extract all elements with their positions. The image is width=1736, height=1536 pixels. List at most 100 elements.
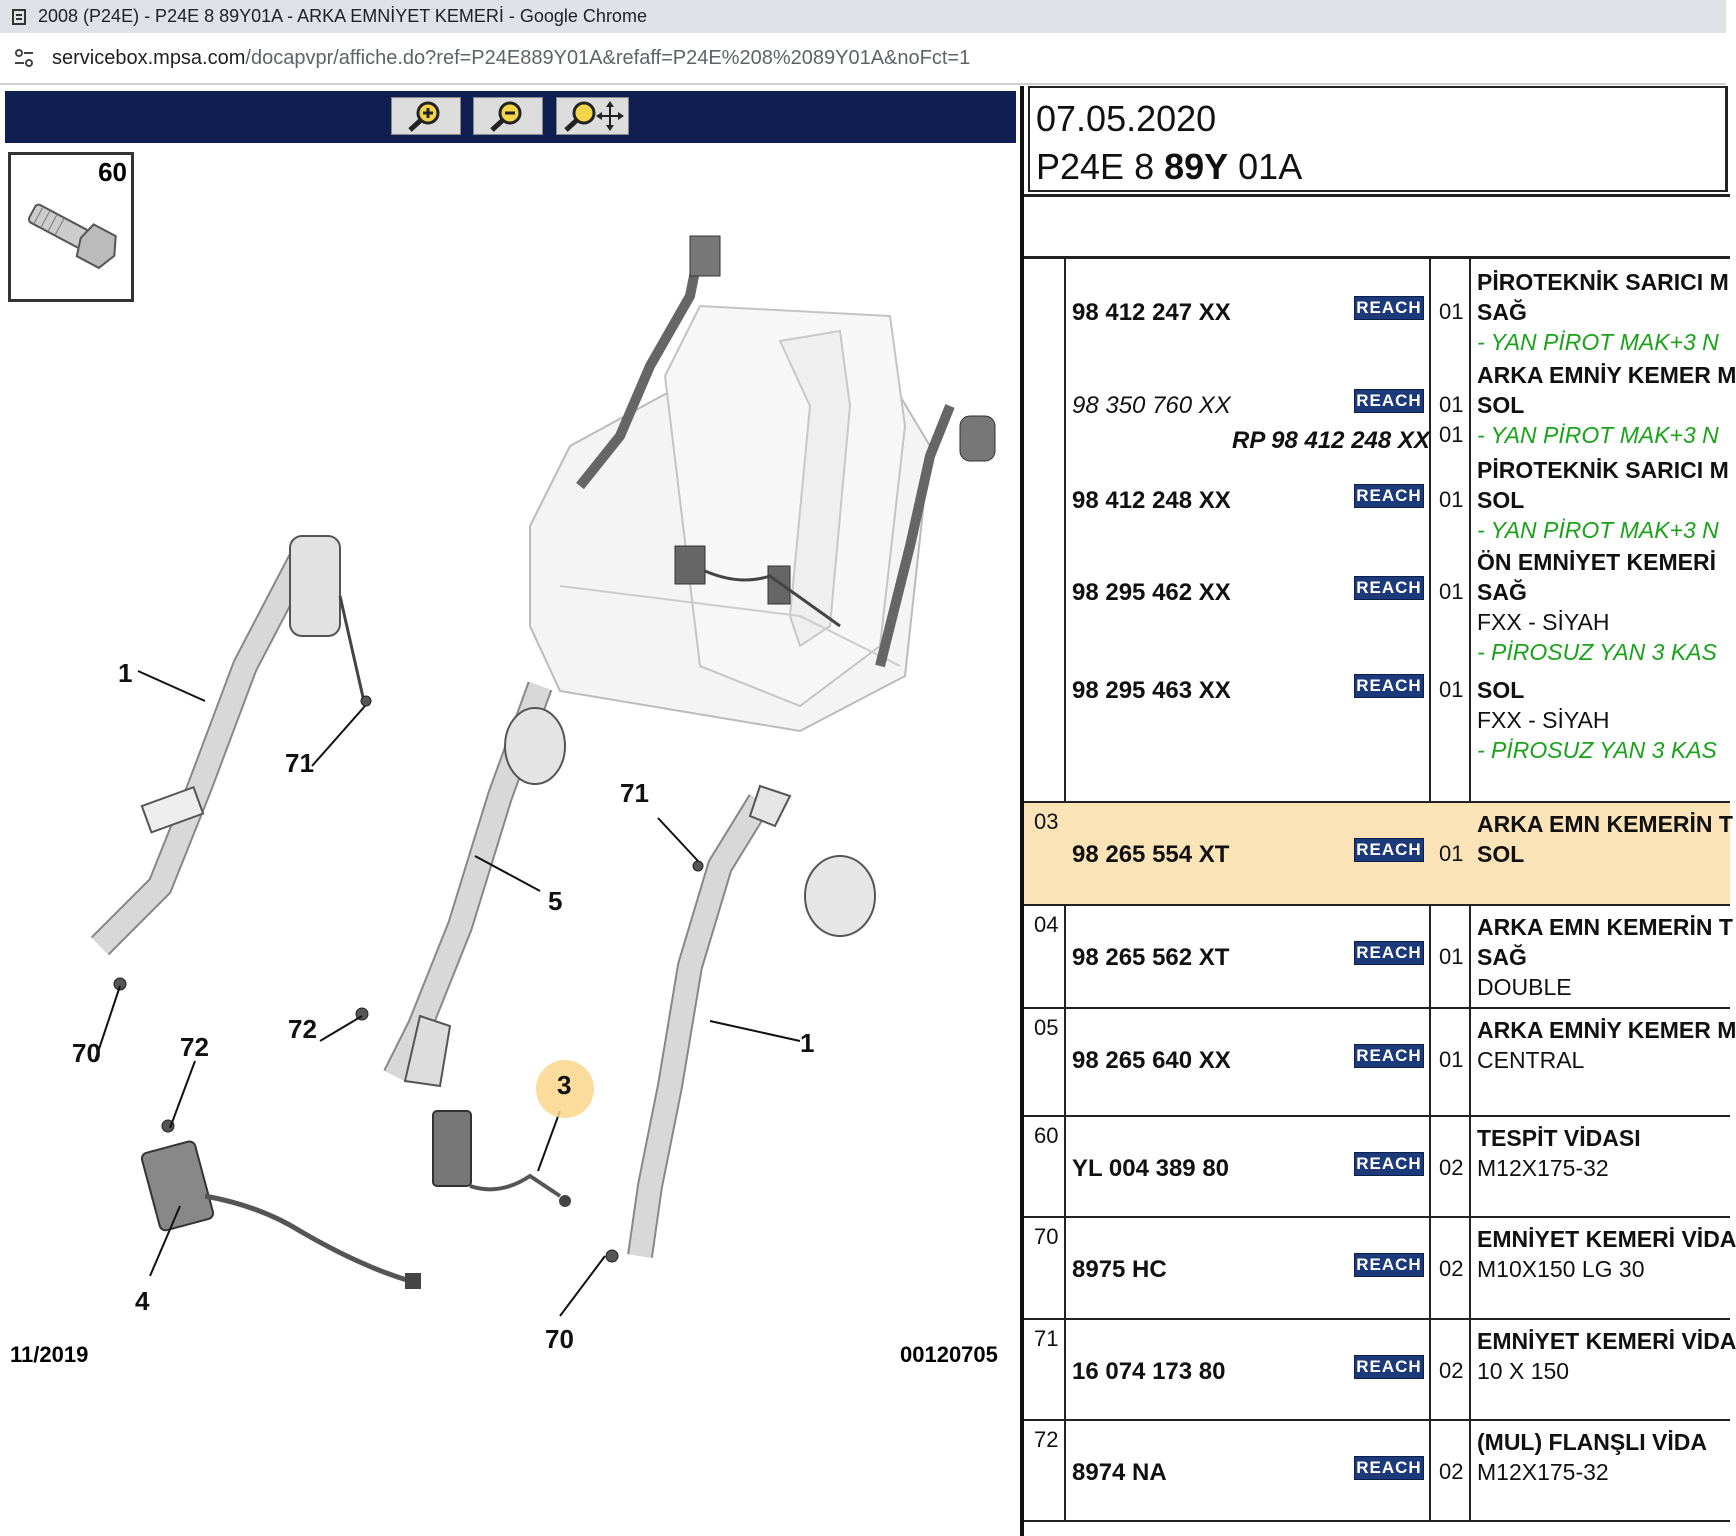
callout-4[interactable]: 4 [135, 1286, 150, 1316]
belt-1-left [90, 535, 367, 956]
header-separator [1024, 194, 1730, 197]
part-number[interactable]: 98 412 248 XX [1072, 487, 1231, 514]
reach-badge: REACH [1354, 296, 1424, 320]
reach-badge: REACH [1354, 838, 1424, 862]
zoom-out-icon [490, 101, 522, 132]
description: PİROTEKNİK SARICI M [1477, 457, 1729, 483]
buckle-4 [140, 1140, 421, 1289]
description-note: - PİROSUZ YAN 3 KAS [1477, 737, 1717, 763]
table-row[interactable]: 04 98 265 562 XT REACH 01 ARKA EMN KEMER… [1024, 906, 1733, 1009]
table-row[interactable]: 60 YL 004 389 80 REACH 02 TESPİT VİDASI … [1024, 1117, 1730, 1218]
buckle-3 [432, 1110, 571, 1207]
description: SOL [1477, 677, 1525, 703]
description: ARKA EMNİY KEMER M [1477, 1017, 1736, 1043]
description: (MUL) FLANŞLI VİDA [1477, 1429, 1707, 1455]
description: M10X150 LG 30 [1477, 1256, 1645, 1282]
row-index: 70 [1034, 1224, 1059, 1249]
seat-belt-diagram [90, 235, 996, 1317]
callout-3[interactable]: 3 [557, 1070, 572, 1100]
description: SOL [1477, 487, 1525, 513]
quantity: 01 [1439, 392, 1464, 417]
row-index: 60 [1034, 1123, 1059, 1148]
part-number[interactable]: 98 295 462 XX [1072, 579, 1231, 606]
callout-70-right[interactable]: 70 [545, 1324, 574, 1354]
table-top-border [1024, 256, 1730, 259]
zoom-out-button[interactable] [473, 97, 543, 135]
part-number[interactable]: 16 074 173 80 [1072, 1358, 1226, 1385]
panel-header: 07.05.2020 P24E 8 89Y 01A [1028, 86, 1728, 192]
part-number[interactable]: 98 265 640 XX [1072, 1047, 1231, 1074]
screws [113, 695, 704, 1263]
replacement-part-number[interactable]: RP 98 412 248 XX [1232, 427, 1430, 454]
quantity: 02 [1439, 1155, 1464, 1180]
quantity: 01 [1439, 1047, 1464, 1072]
reach-badge: REACH [1354, 1456, 1424, 1480]
window-titlebar: 2008 (P24E) - P24E 8 89Y01A - ARKA EMNİY… [0, 0, 1726, 33]
callout-1-right[interactable]: 1 [800, 1028, 815, 1058]
table-row[interactable]: 98 412 247 XX REACH 01 PİROTEKNİK SARICI… [1024, 259, 1736, 803]
zoom-in-icon [408, 101, 440, 132]
description: ARKA EMN KEMERİN T [1477, 811, 1733, 837]
quantity: 02 [1439, 1256, 1464, 1281]
document-icon [12, 8, 26, 25]
description-note: - YAN PİROT MAK+3 N [1477, 422, 1719, 448]
table-row[interactable]: 70 8975 HC REACH 02 EMNİYET KEMERİ VİDA … [1024, 1218, 1736, 1320]
rear-seat-illustration [529, 235, 996, 733]
address-bar[interactable]: servicebox.mpsa.com/docapvpr/affiche.do?… [0, 33, 1726, 85]
description: 10 X 150 [1477, 1358, 1570, 1384]
callout-72-mid[interactable]: 72 [288, 1014, 317, 1044]
reach-badge: REACH [1354, 1253, 1424, 1277]
part-number[interactable]: 98 265 554 XT [1072, 841, 1230, 868]
table-row[interactable]: 05 98 265 640 XX REACH 01 ARKA EMNİY KEM… [1024, 1009, 1736, 1117]
part-number[interactable]: 98 265 562 XT [1072, 944, 1230, 971]
callout-71-right[interactable]: 71 [620, 778, 649, 808]
part-number[interactable]: 8975 HC [1072, 1256, 1167, 1283]
description: TESPİT VİDASI [1477, 1125, 1641, 1151]
diagram-code: 00120705 [900, 1342, 998, 1367]
quantity: 01 [1439, 677, 1464, 702]
callout-71-left[interactable]: 71 [285, 748, 314, 778]
panel-date: 07.05.2020 [1036, 98, 1217, 139]
zoom-in-button[interactable] [391, 97, 461, 135]
thumbnail-number: 60 [98, 157, 127, 187]
description: DOUBLE [1477, 974, 1572, 1000]
parts-panel: 07.05.2020 P24E 8 89Y 01A 98 412 247 XX … [1020, 86, 1736, 1536]
diagram-date: 11/2019 [10, 1342, 89, 1367]
callout-72-left[interactable]: 72 [180, 1032, 209, 1062]
bolt-icon [27, 203, 117, 270]
description-note: - YAN PİROT MAK+3 N [1477, 517, 1719, 543]
window-title: 2008 (P24E) - P24E 8 89Y01A - ARKA EMNİY… [38, 6, 647, 26]
panel-reference: P24E 8 89Y 01A [1036, 146, 1303, 187]
quantity: 01 [1439, 944, 1464, 969]
reach-badge: REACH [1354, 389, 1424, 413]
part-number[interactable]: 8974 NA [1072, 1459, 1167, 1486]
quantity: 01 [1439, 299, 1464, 324]
reach-badge: REACH [1354, 1044, 1424, 1068]
description: EMNİYET KEMERİ VİDA [1477, 1226, 1736, 1252]
callout-1-left[interactable]: 1 [118, 658, 133, 688]
description: SAĞ [1477, 579, 1527, 605]
callout-70-left[interactable]: 70 [72, 1038, 101, 1068]
belt-5 [383, 681, 566, 1088]
part-number[interactable]: 98 295 463 XX [1072, 677, 1231, 704]
description: M12X175-32 [1477, 1155, 1609, 1181]
part-number[interactable]: YL 004 389 80 [1072, 1155, 1230, 1182]
table-row-selected[interactable]: 03 98 265 554 XT REACH 01 ARKA EMN KEMER… [1024, 803, 1733, 906]
url-host[interactable]: servicebox.mpsa.com [52, 46, 246, 69]
pan-zoom-button[interactable] [556, 97, 629, 135]
table-row[interactable]: 72 8974 NA REACH 02 (MUL) FLANŞLI VİDA M… [1024, 1421, 1730, 1522]
part-number-alt[interactable]: 98 350 760 XX [1072, 392, 1231, 419]
url-path[interactable]: /docapvpr/affiche.do?ref=P24E889Y01A&ref… [245, 46, 971, 69]
description: FXX - SİYAH [1477, 609, 1610, 635]
description: SOL [1477, 392, 1525, 418]
description: SAĞ [1477, 944, 1527, 970]
description: ÖN EMNİYET KEMERİ [1477, 549, 1716, 575]
reach-badge: REACH [1354, 484, 1424, 508]
description-note: - YAN PİROT MAK+3 N [1477, 329, 1719, 355]
table-row[interactable]: 71 16 074 173 80 REACH 02 EMNİYET KEMERİ… [1024, 1320, 1736, 1421]
site-settings-icon[interactable] [12, 46, 36, 70]
description-note: - PİROSUZ YAN 3 KAS [1477, 639, 1717, 665]
part-number[interactable]: 98 412 247 XX [1072, 299, 1231, 326]
quantity: 01 [1439, 422, 1464, 447]
callout-5[interactable]: 5 [548, 886, 563, 916]
